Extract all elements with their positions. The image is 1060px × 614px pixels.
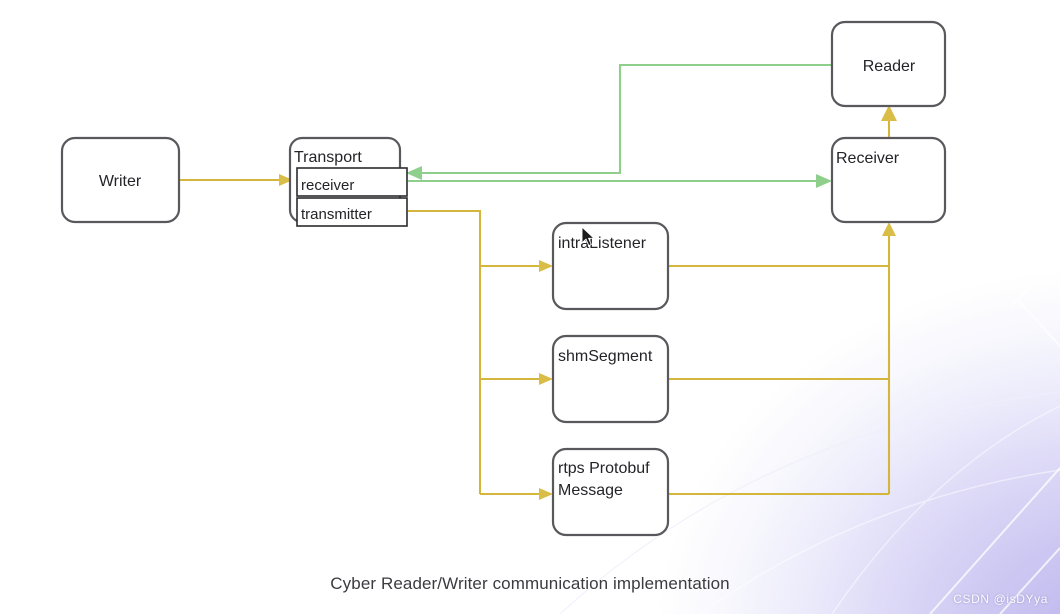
node-transport-transmitter[interactable]: transmitter bbox=[296, 197, 408, 227]
node-writer-label: Writer bbox=[99, 173, 142, 190]
node-receiver-label: Receiver bbox=[836, 150, 900, 167]
node-transport-label: Transport bbox=[294, 149, 362, 166]
node-transport-transmitter-label: transmitter bbox=[301, 206, 372, 223]
watermark: CSDN @isDYya bbox=[953, 592, 1048, 606]
edge-reader-to-transport-receiver bbox=[406, 63, 832, 180]
node-rtps-label-line1: rtps Protobuf bbox=[558, 460, 650, 477]
node-transport[interactable]: Transport receiver transmitter bbox=[288, 136, 408, 227]
diagram-caption: Cyber Reader/Writer communication implem… bbox=[330, 574, 730, 593]
node-receiver[interactable]: Receiver bbox=[830, 136, 947, 224]
edge-receiver-to-reader bbox=[881, 105, 897, 139]
node-intralistener-label: intraListener bbox=[558, 235, 647, 252]
node-transport-receiver[interactable]: receiver bbox=[296, 167, 408, 197]
edge-transmitter-fanout bbox=[408, 209, 553, 500]
node-intralistener[interactable]: intraListener bbox=[551, 221, 670, 311]
node-rtps-protobuf-message[interactable]: rtps Protobuf Message bbox=[551, 447, 670, 537]
node-writer[interactable]: Writer bbox=[60, 136, 181, 224]
edge-transport-receiver-to-receiver bbox=[408, 174, 832, 188]
node-transport-receiver-label: receiver bbox=[301, 177, 354, 194]
node-shmsegment-label: shmSegment bbox=[558, 348, 653, 365]
edge-writer-to-transport bbox=[179, 174, 293, 186]
node-reader[interactable]: Reader bbox=[830, 20, 947, 108]
node-rtps-label-line2: Message bbox=[558, 482, 623, 499]
node-shmsegment[interactable]: shmSegment bbox=[551, 334, 670, 424]
node-reader-label: Reader bbox=[863, 58, 916, 75]
edge-middle-to-receiver bbox=[668, 222, 896, 496]
